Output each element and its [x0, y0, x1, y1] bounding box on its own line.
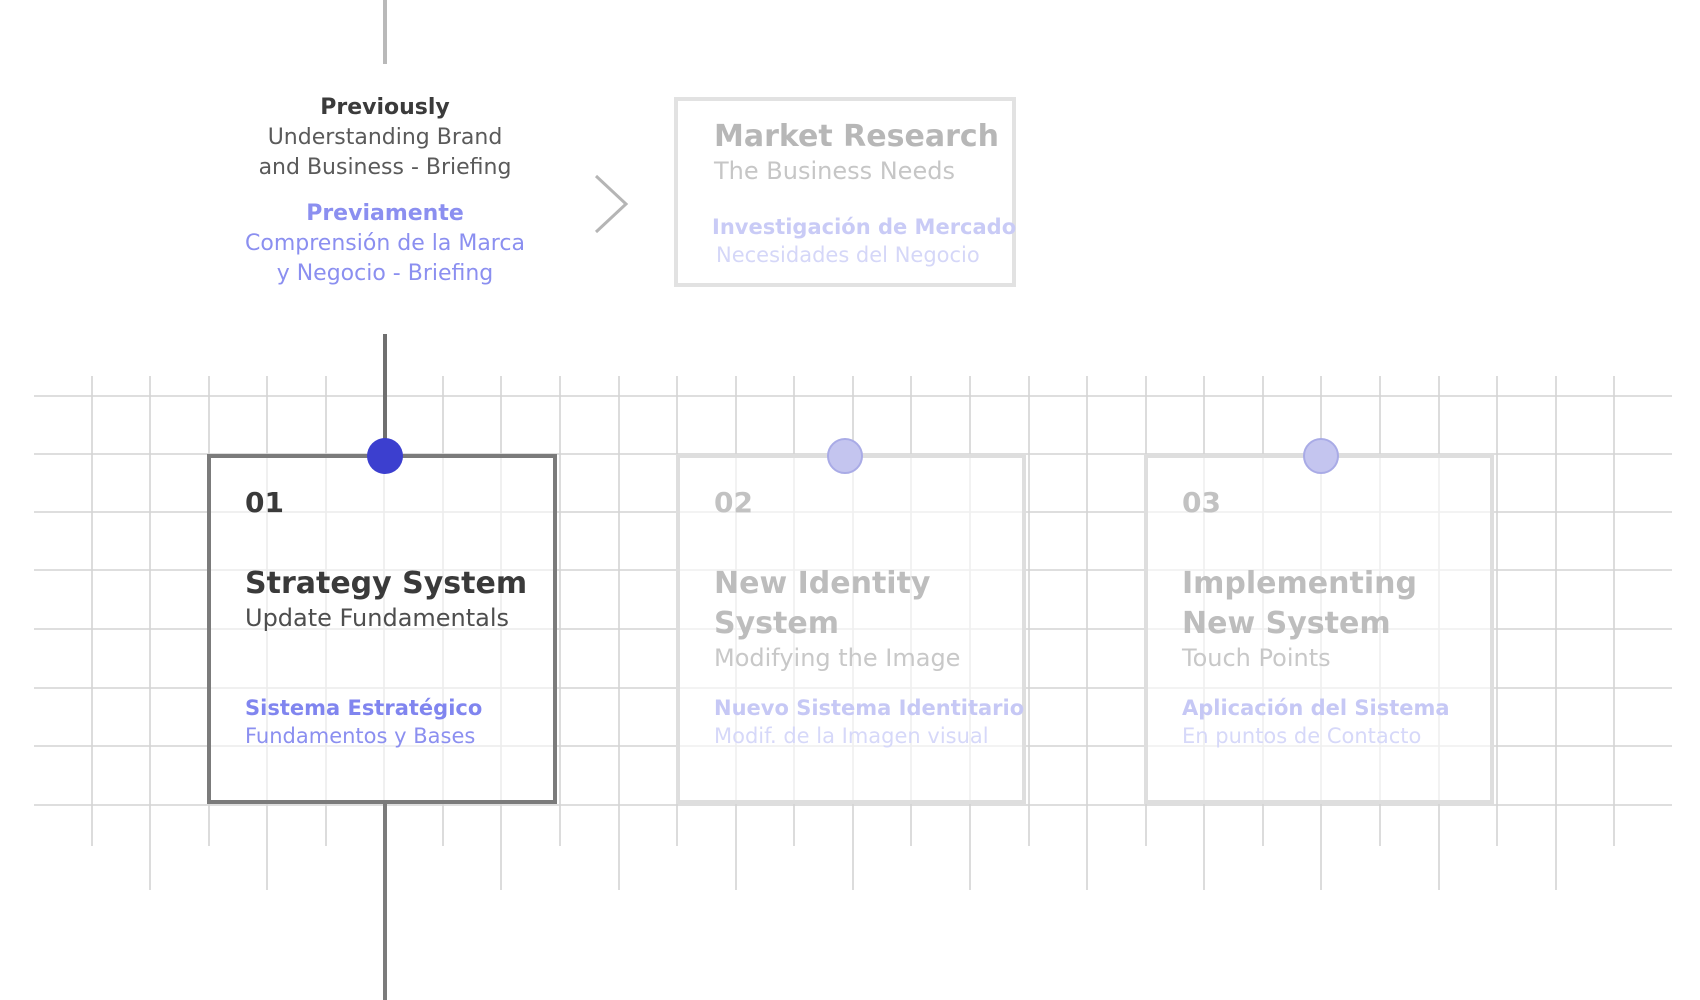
- market-research-es-title: Investigación de Mercado: [712, 215, 1017, 239]
- step-marker-01: [367, 438, 403, 474]
- step-es-subtitle: Modif. de la Imagen visual: [714, 724, 989, 748]
- step-title: New Identity System: [714, 566, 931, 641]
- step-marker-02: [827, 438, 863, 474]
- step-marker-03: [1303, 438, 1339, 474]
- step-number: 01: [245, 486, 284, 519]
- step-card-03: 03 Implementing New System Touch Points …: [1144, 454, 1494, 804]
- step-number: 03: [1182, 486, 1221, 519]
- step-title: Strategy System: [245, 566, 528, 601]
- step-subtitle: Update Fundamentals: [245, 604, 510, 632]
- step-subtitle: Modifying the Image: [714, 644, 961, 672]
- previamente-line-2: y Negocio - Briefing: [276, 261, 494, 286]
- step-subtitle: Touch Points: [1182, 644, 1331, 672]
- chevron-right-icon: [594, 174, 629, 234]
- previously-line-2: and Business - Briefing: [258, 155, 512, 180]
- step-title: Implementing New System: [1182, 566, 1417, 641]
- timeline-connector: [383, 334, 387, 454]
- market-research-box: Market Research The Business Needs Inves…: [674, 97, 1016, 287]
- market-research-subtitle: The Business Needs: [714, 157, 955, 185]
- previously-line-1: Understanding Brand: [267, 125, 503, 150]
- previously-heading: Previously: [320, 95, 450, 120]
- step-es-title: Sistema Estratégico: [245, 696, 483, 720]
- timeline-top-segment: [383, 0, 387, 64]
- previously-block: Previously Understanding Brand and Busin…: [225, 93, 545, 289]
- step-card-02: 02 New Identity System Modifying the Ima…: [676, 454, 1026, 804]
- previamente-line-1: Comprensión de la Marca: [245, 231, 525, 256]
- step-es-subtitle: Fundamentos y Bases: [245, 724, 476, 748]
- market-research-es-subtitle: Necesidades del Negocio: [716, 243, 980, 267]
- previamente-heading: Previamente: [306, 201, 464, 226]
- step-es-title: Nuevo Sistema Identitario: [714, 696, 1025, 720]
- step-es-subtitle: En puntos de Contacto: [1182, 724, 1422, 748]
- timeline-bottom-segment: [383, 804, 387, 1000]
- market-research-title: Market Research: [714, 119, 999, 154]
- step-card-01: 01 Strategy System Update Fundamentals S…: [207, 454, 557, 804]
- step-number: 02: [714, 486, 753, 519]
- step-es-title: Aplicación del Sistema: [1182, 696, 1450, 720]
